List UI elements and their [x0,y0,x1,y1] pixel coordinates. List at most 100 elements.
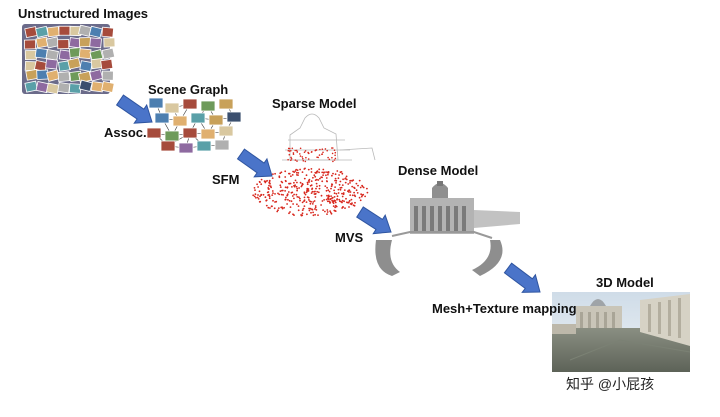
sparse-point [361,194,364,197]
sparse-point [305,156,307,159]
sparse-point [269,207,271,209]
sparse-point [341,195,344,198]
pipeline-arrows [115,94,541,293]
sparse-point [306,196,309,199]
photo-tile [101,47,116,60]
sparse-point [341,184,344,187]
photo-tile [100,58,114,71]
graph-node-thumbnail [182,127,198,139]
sparse-point [268,181,271,184]
sparse-point [350,179,352,182]
sparse-point [289,206,292,209]
sparse-point [299,199,301,202]
sparse-point [265,204,268,207]
sparse-point [343,189,346,192]
sparse-point [309,202,312,205]
photo-tile [101,26,115,38]
sparse-point [306,213,308,216]
sparse-point [341,192,343,195]
sparse-point [291,147,294,150]
sparse-point [309,200,311,203]
photo-tile [58,25,71,36]
assoc-step-label: Assoc. [104,125,147,140]
sparse-point [273,207,276,210]
sparse-point [267,206,270,209]
sparse-point [288,212,290,215]
sparse-point [280,193,283,196]
sparse-point [314,208,316,210]
sparse-point [327,194,330,197]
sparse-point [290,200,293,203]
sparse-point [349,182,351,184]
sparse-point [326,186,328,189]
sparse-point [332,172,334,175]
sparse-point [302,207,305,210]
sparse-point [325,171,327,174]
sparse-point [326,200,329,203]
photo-tile [57,81,71,94]
sparse-point [279,172,282,175]
sparse-point [288,172,290,175]
sparse-point [315,178,318,181]
sparse-point [271,177,274,180]
sparse-point [348,199,351,202]
sparse-point [321,171,324,174]
dense-model-render [375,181,520,276]
sparse-point [291,174,294,176]
sparse-point [324,148,327,150]
photo-tile [36,69,49,80]
photo-tile [67,57,81,70]
sparse-point [256,196,259,199]
sparse-point [333,159,336,161]
sparse-point [344,177,347,180]
sparse-point [290,175,292,178]
sparse-point [366,191,369,194]
sparse-point [328,190,331,193]
sparse-point [307,168,310,171]
sparse-point [298,196,300,199]
textured-3d-model-render [552,292,691,372]
sparse-point [255,196,257,199]
sparse-point [314,205,317,207]
sparse-point [260,193,263,196]
sparse-point [317,179,320,181]
sparse-point [292,170,294,173]
photo-tile [25,68,39,81]
sparse-point [322,168,325,171]
arrow-assoc [115,94,153,124]
sparse-point [329,210,331,213]
sparse-point [340,186,343,189]
graph-node-thumbnail [182,98,198,110]
sparse-point [296,151,299,153]
sparse-point [327,171,329,174]
sparse-point [321,180,324,183]
sparse-point [293,197,295,200]
sparse-point [314,206,317,209]
sparse-point [333,192,336,195]
photo-tile [35,25,49,38]
sparse-point [302,160,305,162]
sparse-point [330,187,332,190]
sparse-point [288,199,291,202]
sparse-point [311,190,314,193]
sparse-point [339,171,342,174]
sparse-point [287,158,289,161]
sparse-point [326,213,328,216]
sparse-point [318,184,321,187]
graph-node-thumbnail [146,127,162,139]
sparse-point [310,192,313,195]
sparse-point [290,150,292,152]
sparse-point [327,198,330,201]
sparse-point [293,181,295,184]
sparse-point [313,200,316,202]
photo-tile [89,69,104,82]
sparse-point [323,199,325,201]
sparse-point [292,203,294,205]
sparse-point [296,181,298,184]
sparse-point [299,147,302,150]
photo-tile [78,37,91,48]
sparse-point [297,209,300,212]
sparse-point [351,202,353,205]
sparse-point [258,180,261,183]
